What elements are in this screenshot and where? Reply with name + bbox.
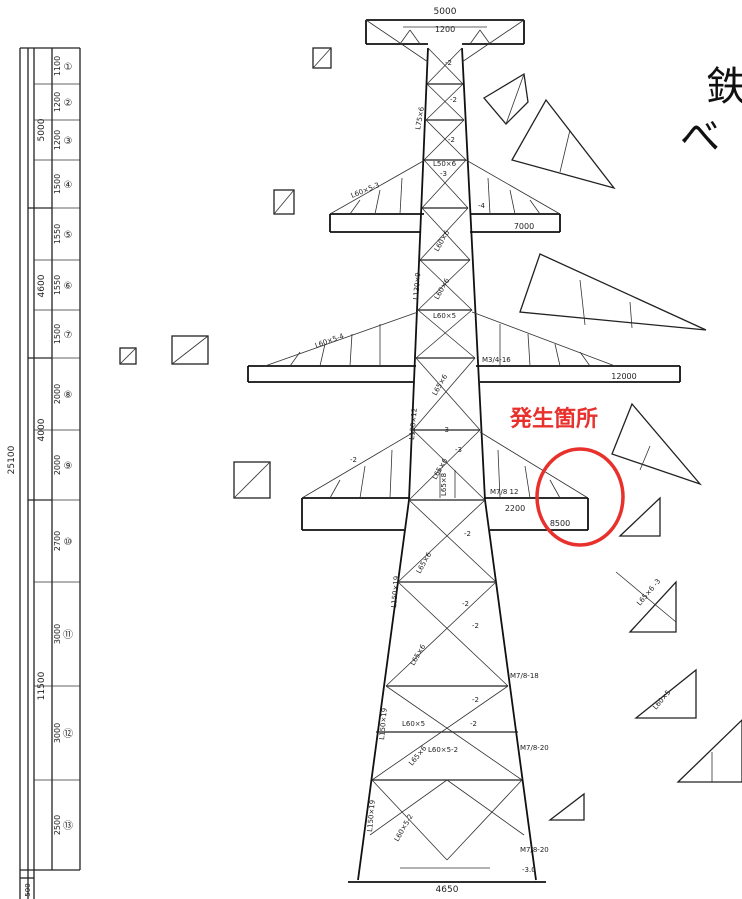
panel-dim-11: 3000: [53, 624, 62, 644]
occurrence-location-label: 発生箇所: [509, 406, 598, 432]
member-label: L150×19: [378, 708, 389, 741]
member-label: L150×12: [408, 408, 419, 441]
second-arm: [329, 159, 561, 233]
occurrence-location-circle: [535, 447, 625, 547]
panel-number-6: ⑥: [64, 281, 73, 292]
third-arm: [247, 311, 681, 383]
section-label-4: 11500: [37, 671, 47, 700]
member-label: -3: [442, 426, 449, 434]
member-label: L60×5-2: [393, 813, 415, 843]
top-width-dim: 5000: [434, 7, 457, 17]
member-label: L150×19: [390, 576, 401, 609]
section-label-1: 5000: [37, 118, 47, 141]
panel-number-13: ⑬: [63, 820, 73, 832]
side-heading-1: 鉄: [706, 64, 742, 110]
detail-shapes: [119, 47, 742, 821]
member-label: L65×6: [415, 550, 434, 575]
panel-dim-2: 1200: [53, 92, 62, 112]
base-dim: 4650: [436, 885, 459, 895]
panel-dim-8: 2000: [53, 384, 62, 404]
member-label: -3: [455, 446, 462, 454]
arm2-dim: 7000: [514, 222, 534, 231]
panel-number-3: ③: [64, 136, 73, 147]
member-label: M7/8-20: [520, 846, 549, 854]
member-label: -2: [472, 696, 479, 704]
height-scale-table: [19, 47, 81, 899]
member-label: L65×6: [409, 642, 428, 667]
member-label: L65×6: [431, 372, 450, 397]
member-label: L60×6: [433, 228, 452, 253]
member-label: L150×19: [366, 800, 377, 833]
member-label: M7/8-18: [510, 672, 539, 680]
panel-dim-3: 1200: [53, 130, 62, 150]
member-label: M3/4-16: [482, 356, 511, 364]
member-label: -2: [464, 530, 471, 538]
side-heading-2: べ: [680, 114, 720, 160]
member-label: L65×6 -3: [635, 577, 662, 607]
member-label: -2: [350, 456, 357, 464]
panel-dim-9: 2000: [53, 455, 62, 475]
member-label: -3: [440, 170, 447, 178]
member-label: L60×5: [651, 688, 672, 711]
panel-number-11: ⑪: [63, 629, 73, 641]
panel-number-12: ⑫: [63, 728, 73, 740]
member-label: L60×5: [402, 720, 425, 728]
member-label: -4: [478, 202, 486, 210]
panel-number-8: ⑧: [64, 390, 73, 401]
panel-number-7: ⑦: [64, 330, 73, 341]
member-label: L60×5: [433, 312, 456, 320]
member-label: -2: [472, 622, 479, 630]
panel-number-2: ②: [64, 98, 73, 109]
panel-number-5: ⑤: [64, 230, 73, 241]
tower-body: [348, 47, 546, 883]
top-arm: [365, 19, 525, 63]
member-label: L65×8: [440, 473, 448, 496]
panel-dim-5: 1550: [53, 224, 62, 244]
member-label: -2: [445, 59, 452, 67]
member-label: M7/8 12: [490, 488, 518, 496]
member-label: -2: [470, 720, 477, 728]
panel-number-1: ①: [64, 62, 73, 73]
panel-dim-6: 1550: [53, 275, 62, 295]
panel-number-4: ④: [64, 180, 73, 191]
member-label: L65×6: [407, 744, 428, 767]
panel-number-10: ⑩: [64, 537, 73, 548]
panel-dim-10: 2700: [53, 531, 62, 551]
panel-dim-4: 1500: [53, 174, 62, 194]
section-label-3: 4000: [37, 418, 47, 441]
member-label: -2: [450, 96, 457, 104]
arm4-inner-dim: 2200: [505, 504, 525, 513]
member-label: L60×5-4: [314, 332, 346, 350]
member-label: L130×9: [412, 272, 422, 300]
total-height-label: 25100: [7, 445, 17, 474]
arm3-dim: 12000: [611, 372, 636, 381]
member-label: M7/8-20: [520, 744, 549, 752]
member-label: L60×5-2: [428, 746, 458, 754]
section-label-5: 500: [24, 883, 32, 896]
arm4-outer-dim: 8500: [550, 519, 570, 528]
section-label-2: 4600: [37, 274, 47, 297]
member-label: -2: [448, 136, 455, 144]
panel-number-9: ⑨: [64, 461, 73, 472]
top-inner-dim: 1200: [435, 25, 455, 34]
panel-dim-7: 1500: [53, 324, 62, 344]
member-label: -2: [462, 600, 469, 608]
member-label: L75×6: [414, 106, 426, 131]
member-label: L50×6: [433, 160, 457, 168]
panel-dim-1: 1100: [53, 56, 62, 76]
panel-dim-12: 3000: [53, 723, 62, 743]
panel-dim-13: 2500: [53, 815, 62, 835]
member-label: -3.0: [522, 866, 536, 874]
member-label: L60×5-3: [350, 181, 381, 200]
member-label: L60×6: [433, 276, 452, 301]
